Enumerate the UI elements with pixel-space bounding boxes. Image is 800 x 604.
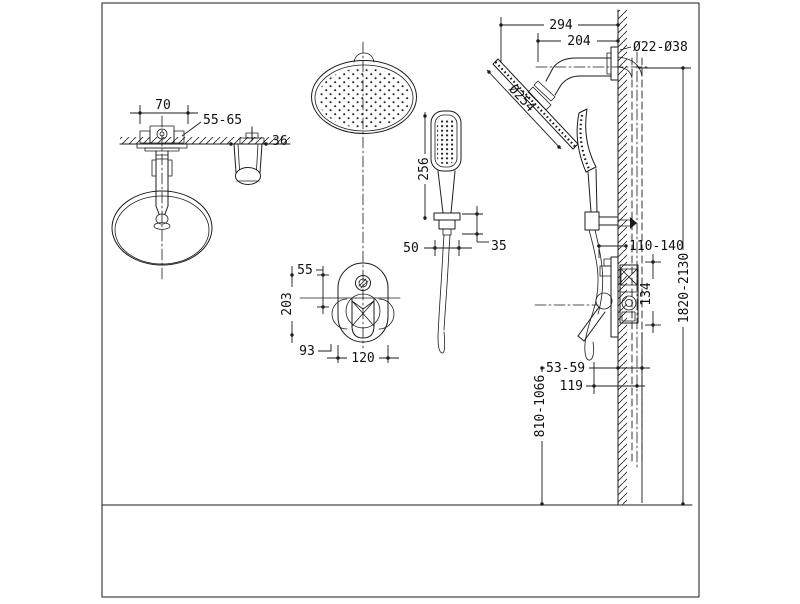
dim-label-holder-width: 50 <box>403 241 419 256</box>
dim-label-arm-projection-inner: 204 <box>567 34 591 49</box>
drawing-frame <box>101 2 700 598</box>
ceiling-view-dimensions: 70 55-65 36 <box>130 98 288 149</box>
overhead-shower-head-view <box>311 41 417 349</box>
dim-label-outlet-offset: 119 <box>560 379 583 394</box>
dim-label-ceiling-arm-adjust-range: 55-65 <box>203 113 242 128</box>
dim-label-valve-depth-range: 110-140 <box>629 239 684 254</box>
handshower-dimensions: 256 50 35 <box>403 112 507 256</box>
dim-label-valve-height-from-floor-range: 810-1066 <box>533 375 548 438</box>
mixer-front-view <box>299 262 401 343</box>
dim-label-holder-depth: 35 <box>491 239 507 254</box>
handshower-front-view <box>430 110 462 354</box>
dim-label-wall-to-pipe-range: 53-59 <box>546 361 585 376</box>
dim-label-valve-knob-offset: 55 <box>297 263 313 278</box>
mixer-front-dimensions: 55 203 93 120 <box>280 263 399 366</box>
dim-label-valve-side-offset: 93 <box>299 344 315 359</box>
dim-label-ceiling-mount-width: 70 <box>155 98 171 113</box>
dim-label-valve-plate-height: 203 <box>280 292 295 315</box>
dim-label-handshower-length: 256 <box>417 157 432 180</box>
side-elevation-view <box>492 9 651 506</box>
dim-label-arm-projection-outer: 294 <box>549 18 573 33</box>
dim-label-valve-plate-width: 120 <box>351 351 374 366</box>
dim-label-ceiling-cup-width: 36 <box>272 134 288 149</box>
dim-label-valve-body-height: 134 <box>639 282 654 306</box>
dim-label-pipe-escutcheon-diameter: Ø22-Ø38 <box>633 40 688 55</box>
dim-label-total-height-range: 1820-2130 <box>677 253 692 323</box>
side-elevation-dimensions: 294 204 Ø22-Ø38 Ø254 110-140 134 1820-21… <box>486 17 692 506</box>
ceiling-shower-front-view <box>111 115 291 282</box>
